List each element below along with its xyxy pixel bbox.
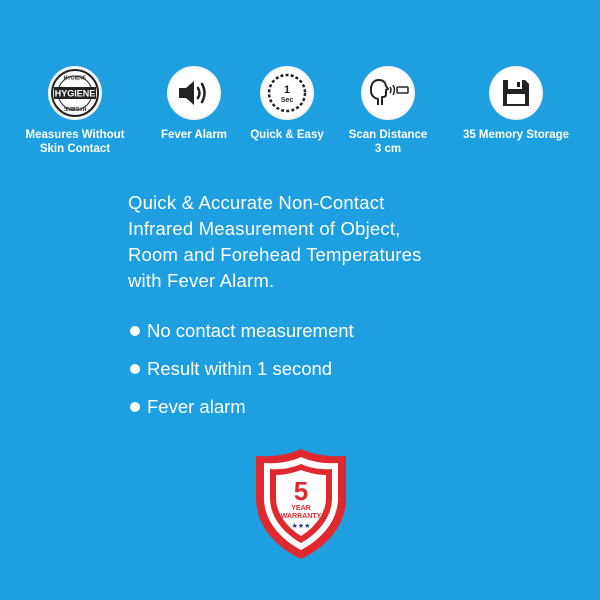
floppy-disk-icon — [489, 66, 543, 120]
warranty-badge: 5 YEAR WARRANTY ★★★ — [250, 446, 352, 562]
headline-line: Room and Forehead Temperatures — [128, 244, 422, 265]
badge-main-text: HYGIENE — [55, 89, 96, 99]
one-sec-icon: 1 Sec — [260, 66, 314, 120]
bullet-icon — [130, 402, 140, 412]
feature-memory-storage: 35 Memory Storage — [456, 66, 576, 142]
bullet-text: Result within 1 second — [147, 358, 333, 379]
feature-label: 35 Memory Storage — [462, 129, 570, 141]
warranty-number: 5 — [294, 476, 308, 506]
badge-bottom-text: HYGIENE — [63, 105, 86, 111]
badge-top-text: HYGIENE — [64, 76, 87, 82]
headline-line: Quick & Accurate Non-Contact — [128, 192, 385, 213]
feature-quick-easy: 1 Sec Quick & Easy — [232, 66, 342, 142]
hygiene-badge-icon: HYGIENE HYGIENE HYGIENE — [48, 66, 102, 120]
feature-hygiene: HYGIENE HYGIENE HYGIENE Measures Without… — [20, 66, 130, 156]
headline-line: with Fever Alarm. — [128, 270, 275, 291]
feature-label: Quick & Easy — [250, 129, 324, 141]
feature-scan-distance: Scan Distance 3 cm — [333, 66, 443, 156]
warranty-stars: ★★★ — [292, 522, 311, 530]
feature-bullet-list: No contact measurement Result within 1 s… — [130, 312, 530, 426]
warranty-label: WARRANTY — [281, 513, 322, 520]
feature-icons-row: HYGIENE HYGIENE HYGIENE Measures Without… — [22, 66, 582, 166]
warranty-year-label: YEAR — [291, 505, 310, 512]
feature-label: Scan Distance 3 cm — [348, 129, 428, 155]
list-item: Result within 1 second — [130, 350, 530, 388]
scan-distance-icon — [361, 66, 415, 120]
bullet-text: No contact measurement — [147, 320, 354, 341]
headline-line: Infrared Measurement of Object, — [128, 218, 401, 239]
shield-badge-icon: 5 YEAR WARRANTY ★★★ — [256, 449, 346, 559]
feature-label: Fever Alarm — [160, 129, 228, 141]
bullet-text: Fever alarm — [147, 396, 246, 417]
product-description: Quick & Accurate Non-Contact Infrared Me… — [128, 190, 548, 294]
feature-label: Measures Without Skin Contact — [25, 129, 125, 155]
bullet-icon — [130, 326, 140, 336]
list-item: No contact measurement — [130, 312, 530, 350]
list-item: Fever alarm — [130, 388, 530, 426]
bullet-icon — [130, 364, 140, 374]
speaker-icon — [167, 66, 221, 120]
icon-number: 1 — [284, 84, 290, 96]
icon-unit: Sec — [281, 97, 294, 104]
feature-fever-alarm: Fever Alarm — [139, 66, 249, 142]
